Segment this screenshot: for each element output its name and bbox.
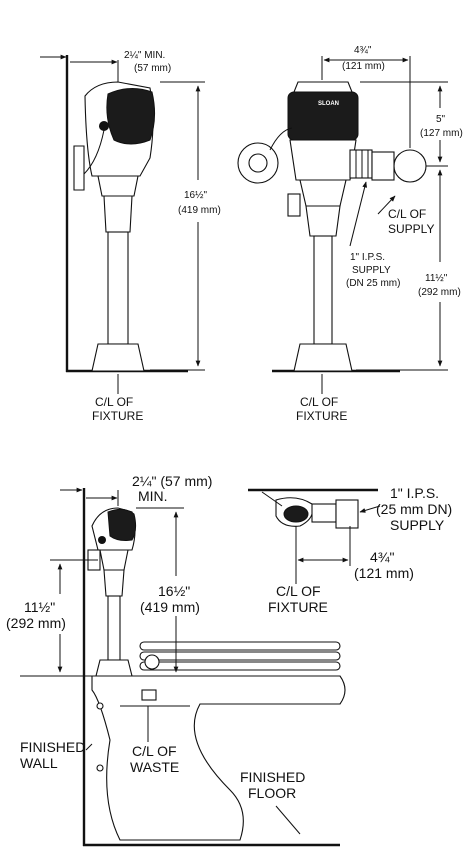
rise-dimension: 5" (436, 114, 446, 125)
width-dimension-mm: (121 mm) (342, 61, 385, 72)
sensor-cover (106, 88, 156, 145)
floor-label: FLOOR (248, 785, 296, 801)
left-dimension-mm: (292 mm) (6, 615, 66, 631)
supply-stop-plan (335, 499, 359, 529)
h-dimension: 11½" (425, 273, 448, 284)
flange (73, 145, 85, 191)
height-dimension: 16½" (184, 190, 207, 201)
centerline-label: FIXTURE (92, 409, 143, 423)
ips-label: 1" I.P.S. (390, 485, 439, 501)
toilet-seat (139, 641, 341, 651)
wall-leader (85, 743, 93, 751)
coupling (103, 195, 133, 233)
supply-cl-label: SUPPLY (388, 222, 434, 236)
floor-label: FINISHED (240, 769, 305, 785)
coupling (103, 569, 125, 597)
bolt (96, 764, 104, 772)
supply-coupling (349, 149, 373, 179)
ips-label: (DN 25 mm) (346, 278, 400, 289)
min-dimension: 2¼" (57 mm) (132, 473, 212, 489)
waste-label: C/L OF (132, 743, 177, 759)
valve-cap (293, 81, 353, 93)
spud (91, 343, 145, 372)
installation-view: 2¼" (57 mm) MIN. 1" I.P.S. (25 mm DN) SU… (6, 473, 452, 847)
supply-pipe-plan (311, 503, 337, 523)
left-dimension: 11½" (24, 599, 55, 615)
fixture-cl-label: FIXTURE (268, 599, 328, 615)
bolt (96, 702, 104, 710)
supply-stop (393, 149, 427, 183)
toilet-seat (139, 651, 341, 661)
wall-label: FINISHED (20, 739, 85, 755)
spud (95, 659, 133, 677)
sensor-cover (107, 508, 137, 541)
ips-label: (25 mm DN) (376, 501, 452, 517)
ips-leader (349, 181, 368, 247)
stop-body (371, 151, 395, 181)
min-dimension-mm: (57 mm) (134, 63, 171, 74)
valve-neck (299, 179, 347, 207)
height-dimension: 16½" (158, 583, 190, 599)
supply-cl-label: C/L OF (388, 207, 426, 221)
valve-neck (97, 175, 139, 197)
height-dimension-mm: (419 mm) (140, 599, 200, 615)
handle-wire (269, 127, 293, 151)
plan-tick (261, 491, 283, 507)
spud (293, 343, 353, 372)
vacuum-breaker-nut (287, 193, 301, 217)
centerline-label: C/L OF (300, 395, 338, 409)
rise-dimension-mm: (127 mm) (420, 128, 463, 139)
handle-cap (248, 153, 268, 173)
supply-wire (83, 129, 105, 175)
width-dimension-mm: (121 mm) (354, 565, 414, 581)
waste-bolt (141, 689, 157, 701)
coupling (305, 205, 341, 237)
h-dimension-mm: (292 mm) (418, 287, 461, 298)
ips-label: 1" I.P.S. (350, 252, 385, 263)
centerline-label: C/L OF (95, 395, 133, 409)
floor-leader (275, 805, 301, 835)
min-word: MIN. (138, 488, 168, 504)
wall-label: WALL (20, 755, 58, 771)
supply-leader (377, 195, 396, 215)
ips-label: SUPPLY (390, 517, 445, 533)
width-dimension: 4¾" (354, 45, 372, 56)
ips-label: SUPPLY (352, 265, 391, 276)
toilet-bowl (91, 675, 346, 841)
flush-tube (107, 595, 121, 661)
brand-logo: SLOAN (318, 101, 339, 107)
toilet-seat (139, 661, 341, 671)
front-view: SLOAN 4¾" (121 mm) 5" (127 mm) C/L (237, 45, 463, 423)
valve-cap-plan (283, 505, 309, 523)
ips-leader (359, 505, 381, 513)
sensor-housing (287, 91, 359, 141)
valve-neck (99, 549, 129, 571)
seat-hinge (144, 654, 160, 670)
waste-label: WASTE (130, 759, 179, 775)
valve-body (289, 139, 357, 181)
override-button (98, 536, 106, 544)
min-dimension: 2¼" MIN. (124, 49, 165, 61)
centerline-label: FIXTURE (296, 409, 347, 423)
side-view: 2¼" MIN. (57 mm) 16½" (419 mm) C/L OF FI… (40, 49, 221, 423)
fixture-cl-label: C/L OF (276, 583, 321, 599)
height-dimension-mm: (419 mm) (178, 205, 221, 216)
flush-tube (313, 235, 333, 345)
width-dimension: 4¾" (370, 549, 394, 565)
override-button (99, 121, 109, 131)
flush-tube (107, 231, 129, 345)
